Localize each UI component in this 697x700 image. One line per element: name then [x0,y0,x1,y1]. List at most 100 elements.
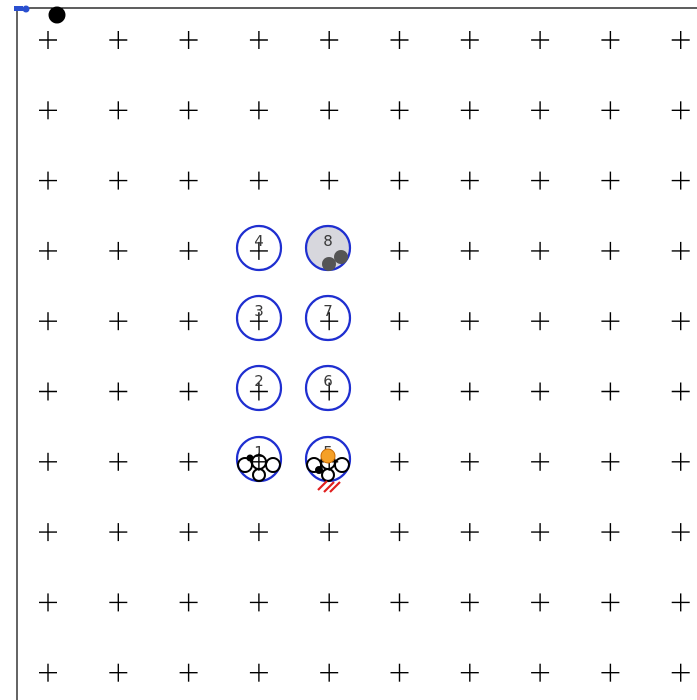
grid-cross-icon [461,383,479,401]
grid-cross-icon [391,664,409,682]
pod-4[interactable]: 4 [237,226,281,270]
pod-1[interactable]: 1 [237,437,281,481]
grid-cross-icon [391,31,409,49]
grid-cross-icon [39,101,57,119]
grid-cross-icon [461,664,479,682]
grid-cross-icon [461,242,479,260]
grey-piece-icon [322,257,336,271]
grid-cross-icon [672,101,690,119]
grid-cross-icon [109,664,127,682]
pod-7[interactable]: 7 [306,296,350,340]
grid-cross-icon [250,172,268,190]
grid-cross-icon [39,593,57,611]
pod-8[interactable]: 8 [306,226,350,271]
pod-label: 3 [254,302,264,320]
grid-cross-icon [39,172,57,190]
grid-cross-icon [109,242,127,260]
red-hatch-icon [318,481,340,492]
grid-cross-icon [391,101,409,119]
grid-cross-icon [109,383,127,401]
grid-cross-icon [461,453,479,471]
grid-cross-icon [109,31,127,49]
grid-cross-icon [109,593,127,611]
pod-2[interactable]: 2 [237,366,281,410]
grid-cross-icon [39,242,57,260]
grid-cross-icon [601,312,619,330]
grid-cross-icon [39,383,57,401]
pod-label: 7 [323,302,333,320]
grid-cross-icon [180,453,198,471]
grid-cross-icon [320,593,338,611]
grid-cross-icon [180,172,198,190]
pod-label: 4 [254,232,264,250]
grid-cross-icon [180,31,198,49]
grid-cross-icon [461,172,479,190]
pod-label: 6 [323,372,333,390]
grid-cross-icon [601,664,619,682]
black-dot-icon [49,7,66,24]
pod-label: 8 [323,232,333,250]
grid-cross-icon [391,593,409,611]
grid-cross-icon [672,312,690,330]
grid-cross-icon [672,523,690,541]
grid-cross-icon [531,523,549,541]
grid-cross-icon [39,312,57,330]
grid-cross-icon [320,101,338,119]
grid-cross-icon [531,101,549,119]
grid-cross-icon [39,664,57,682]
orange-marker-icon [321,449,335,463]
grid-cross-icon [391,453,409,471]
grid-cross-icon [109,312,127,330]
grid-cross-icon [531,453,549,471]
grid-cross-icon [109,523,127,541]
grid-cross-icon [391,383,409,401]
grid-cross-icon [461,101,479,119]
grey-piece-icon [334,250,348,264]
grid-cross-icon [531,172,549,190]
grid-cross-icon [672,453,690,471]
grid-cross-icon [250,664,268,682]
grid-cross-icon [672,31,690,49]
grid-cross-icon [391,242,409,260]
pod-5[interactable]: 5 [306,437,350,492]
grid-cross-icon [180,242,198,260]
grid-cross-icon [461,31,479,49]
grid-cross-icon [391,312,409,330]
grid-cross-icon [672,172,690,190]
grid-cross-icon [39,523,57,541]
pod-label: 2 [254,372,264,390]
grid-cross-icon [250,523,268,541]
grid-cross-icon [250,31,268,49]
grid-cross-icon [531,664,549,682]
grid-cross-icon [601,523,619,541]
grid-cross-icon [109,101,127,119]
grid-crosses [39,31,690,682]
grid-cross-icon [531,31,549,49]
grid-cross-icon [531,383,549,401]
grid-cross-icon [39,453,57,471]
grid-cross-icon [531,242,549,260]
pod-6[interactable]: 6 [306,366,350,410]
grid-cross-icon [601,453,619,471]
grid-cross-icon [672,664,690,682]
grid-cross-icon [180,593,198,611]
grid-cross-icon [320,31,338,49]
grid-cross-icon [391,172,409,190]
grid-cross-icon [180,523,198,541]
grid-cross-icon [391,523,409,541]
grid-cross-icon [320,523,338,541]
grid-cross-icon [461,523,479,541]
grid-cross-icon [250,593,268,611]
grid-cross-icon [180,312,198,330]
grid-cross-icon [531,593,549,611]
grid-cross-icon [250,101,268,119]
grid-cross-icon [601,593,619,611]
pod-3[interactable]: 3 [237,296,281,340]
pod-label: 1 [254,443,264,461]
grid-cross-icon [461,312,479,330]
grid-cross-icon [320,664,338,682]
grid-cross-icon [672,242,690,260]
grid-cross-icon [531,312,549,330]
grid-cross-icon [109,453,127,471]
